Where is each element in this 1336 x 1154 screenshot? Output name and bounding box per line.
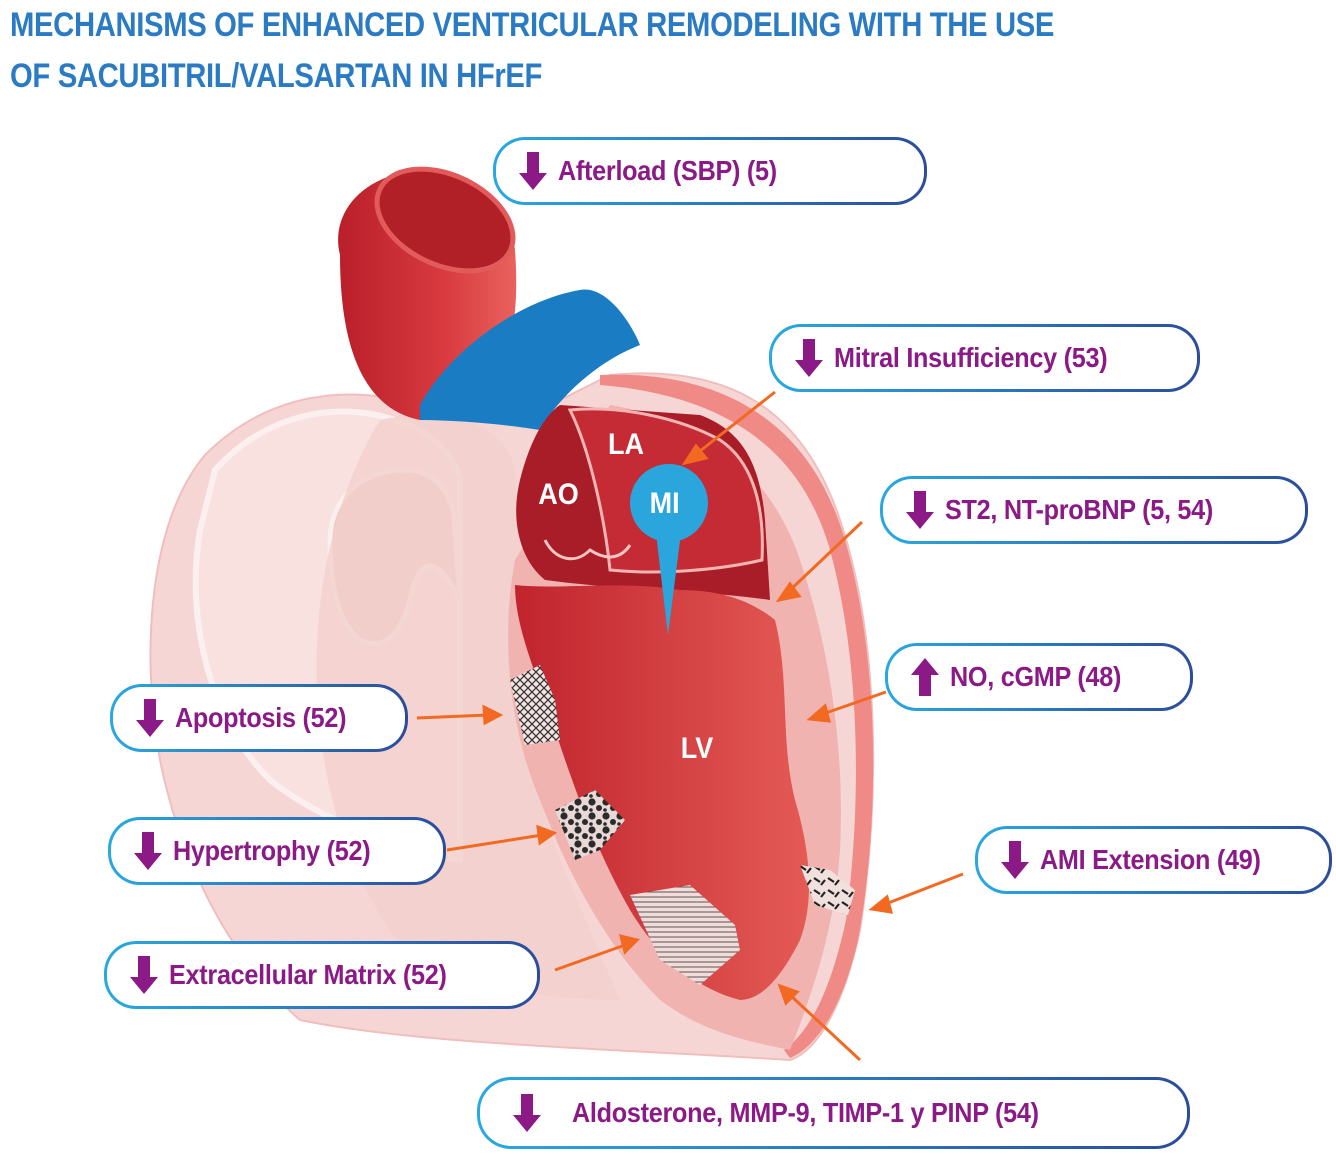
- arrow-down-icon: [906, 491, 934, 529]
- ami-patch: [800, 865, 855, 915]
- pill-afterload-text: Afterload (SBP) (5): [558, 155, 777, 186]
- aortic-valve: [543, 539, 632, 561]
- pill-hypertrophy-text: Hypertrophy (52): [173, 835, 371, 866]
- ecm-patch: [630, 885, 740, 985]
- title-line-2: OF SACUBITRIL/VALSARTAN IN HFrEF: [10, 57, 543, 95]
- pill-st2-ntprobnp-text: ST2, NT-proBNP (5, 54): [945, 494, 1214, 525]
- label-left-atrium: LA: [608, 428, 644, 461]
- pill-hypertrophy: Hypertrophy (52): [108, 817, 446, 885]
- hypertrophy-patch: [555, 790, 625, 860]
- pill-st2-ntprobnp: ST2, NT-proBNP (5, 54): [880, 476, 1308, 544]
- apoptosis-patch: [510, 665, 560, 745]
- pill-aldosterone-text: Aldosterone, MMP-9, TIMP-1 y PINP (54): [572, 1097, 1039, 1128]
- arrow-down-icon: [513, 1094, 541, 1132]
- figure-title: MECHANISMS OF ENHANCED VENTRICULAR REMOD…: [10, 0, 1085, 102]
- pill-ami-extension: AMI Extension (49): [975, 826, 1332, 894]
- pill-no-cgmp: NO, cGMP (48): [885, 643, 1193, 711]
- pill-apoptosis-text: Apoptosis (52): [175, 702, 347, 733]
- label-aorta: AO: [538, 478, 579, 511]
- pointer-arrow-ecm: [554, 933, 640, 972]
- pill-ami-extension-text: AMI Extension (49): [1040, 844, 1261, 875]
- pill-extracellular-matrix-text: Extracellular Matrix (52): [169, 959, 447, 990]
- arrow-down-icon: [519, 152, 547, 190]
- pointer-arrow-mitral: [681, 390, 776, 466]
- pill-mitral-insufficiency: Mitral Insufficiency (53): [769, 324, 1200, 392]
- arrow-down-icon: [795, 339, 823, 377]
- pointer-arrow-apoptosis: [416, 704, 504, 726]
- arrow-down-icon: [130, 956, 158, 994]
- pulmonary-artery: [420, 289, 640, 430]
- pointer-arrow-hypertrophy: [446, 824, 558, 852]
- arrow-down-icon: [136, 699, 164, 737]
- pointer-arrow-aldosterone: [777, 983, 862, 1062]
- label-left-ventricle: LV: [680, 732, 714, 765]
- pill-apoptosis: Apoptosis (52): [110, 684, 408, 752]
- pill-afterload: Afterload (SBP) (5): [493, 137, 927, 205]
- mi-pin-head: [630, 464, 708, 542]
- arrow-down-icon: [134, 832, 162, 870]
- pointer-arrow-ami: [868, 872, 964, 914]
- pointer-arrows: [416, 390, 964, 1062]
- title-line-1: MECHANISMS OF ENHANCED VENTRICULAR REMOD…: [10, 6, 1055, 44]
- arrow-up-icon: [911, 658, 939, 696]
- mi-pin-tail: [655, 525, 682, 635]
- label-myocardial-infarction: MI: [649, 487, 680, 520]
- pill-aldosterone: Aldosterone, MMP-9, TIMP-1 y PINP (54): [477, 1077, 1190, 1149]
- pointer-arrow-st2: [775, 520, 864, 603]
- pill-mitral-insufficiency-text: Mitral Insufficiency (53): [834, 342, 1108, 373]
- pill-no-cgmp-text: NO, cGMP (48): [950, 661, 1122, 692]
- left-ventricle: [515, 585, 810, 1000]
- pill-extracellular-matrix: Extracellular Matrix (52): [104, 941, 540, 1009]
- aorta-opening: [374, 166, 516, 274]
- pointer-arrow-no: [806, 690, 887, 723]
- arrow-down-icon: [1001, 841, 1029, 879]
